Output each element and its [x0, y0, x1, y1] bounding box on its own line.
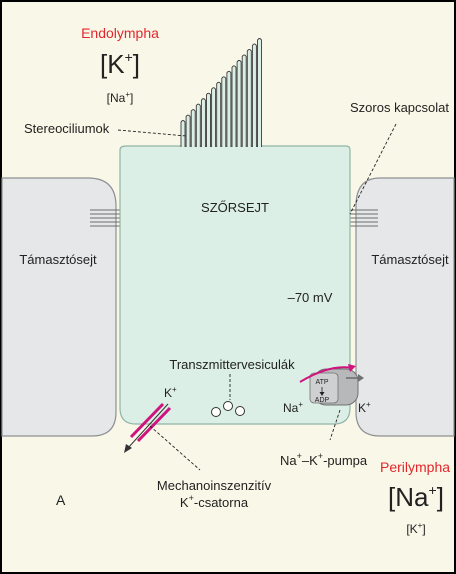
stereocilium	[231, 65, 237, 147]
tight-junction-leader	[349, 123, 397, 215]
membrane-potential: –70 mV	[288, 290, 333, 305]
transmitter-vesicles	[211, 401, 245, 417]
support-cell-right	[355, 177, 455, 437]
pump-atp: ATP	[315, 379, 328, 386]
na-k-pump: ATP ADP	[309, 368, 359, 406]
channel-caption-line-1: Mechanoinszenzitív	[157, 478, 272, 493]
perilymph-k-concentration: [K+]	[406, 521, 425, 536]
stereocilium	[246, 48, 252, 147]
stereocilium	[206, 92, 211, 147]
support-cell-left-label: Támasztósejt	[19, 252, 97, 267]
stereocilium	[195, 103, 201, 147]
stereocilium	[200, 98, 206, 147]
stereocilia-bundle	[180, 38, 262, 147]
stereocilium	[185, 114, 191, 147]
stereocilium	[241, 54, 247, 147]
endolymph-title: Endolympha	[81, 25, 159, 41]
hair-cell-label: SZŐRSEJT	[201, 200, 269, 215]
pump-k-ion: K+	[358, 400, 371, 415]
perilymph-na-concentration: [Na+]	[388, 482, 444, 512]
stereocilium	[236, 59, 242, 147]
endolymph-na-concentration: [Na+]	[107, 90, 134, 105]
stereocilium	[190, 109, 196, 147]
channel-leader	[149, 425, 201, 471]
pump-label: Na+–K+-pumpa	[280, 451, 368, 468]
stereocilium	[211, 87, 217, 147]
perilymph-title: Perilympha	[380, 459, 450, 475]
channel-efflux-arrow	[124, 403, 169, 453]
stereocilium	[216, 81, 222, 147]
support-cell-right-label: Támasztósejt	[371, 252, 449, 267]
tight-junction-right	[346, 209, 378, 227]
stereocilium	[251, 43, 257, 147]
stereocilium	[221, 76, 227, 147]
stereocilia-leader	[117, 129, 187, 137]
stereocilia-label: Stereociliumok	[24, 121, 110, 136]
tight-junction-label: Szoros kapcsolat	[350, 100, 449, 115]
hair-cell-body	[119, 145, 351, 425]
channel-k-ion: K+	[164, 385, 177, 400]
pump-leader	[329, 409, 341, 441]
pump-ion-arrows	[299, 364, 364, 383]
panel-letter: A	[56, 492, 66, 508]
stereocilium	[257, 38, 262, 147]
mechanosensitive-k-channel	[129, 402, 172, 443]
stereocilium	[180, 120, 186, 147]
vesicles-label: Transzmittervesiculák	[169, 357, 295, 372]
endolymph-k-concentration: [K+]	[100, 49, 140, 79]
tight-junction-left	[90, 209, 122, 227]
pump-adp: ADP	[315, 397, 330, 404]
pump-na-ion: Na+	[283, 400, 303, 415]
stereocilium	[226, 70, 232, 147]
support-cell-left	[1, 177, 117, 437]
channel-caption-line-2: K+-csatorna	[180, 493, 249, 510]
